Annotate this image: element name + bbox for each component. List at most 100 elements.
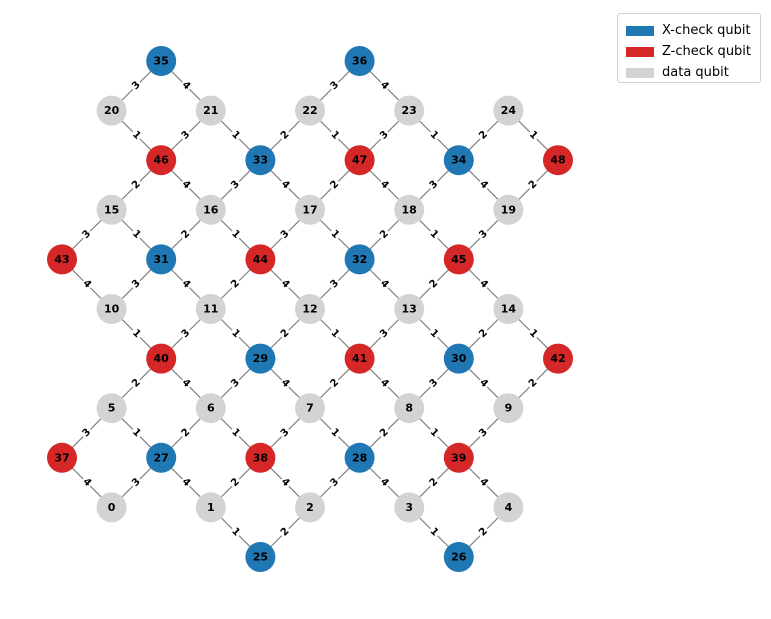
qubit-label: 47 [352, 154, 367, 167]
qubit-label: 18 [402, 203, 417, 216]
qubit-node-18: 18 [394, 194, 425, 225]
edge-label-bg [278, 326, 293, 341]
qubit-label: 11 [203, 303, 218, 316]
edge-label-bg [377, 475, 392, 490]
qubit-label: 17 [302, 203, 317, 216]
qubit-node-2: 2 [295, 492, 325, 523]
qubit-node-32: 32 [344, 244, 375, 275]
data-qubit-circle [295, 393, 325, 424]
legend-entry-data: data qubit [626, 62, 752, 83]
edge-label-bg [327, 128, 342, 143]
legend-label-data: data qubit [662, 65, 729, 80]
qubit-node-0: 0 [96, 492, 127, 523]
edge-label-bg [377, 425, 392, 441]
edge-label-bg [476, 376, 491, 391]
qubit-node-35: 35 [146, 46, 177, 76]
qubit-label: 12 [302, 303, 317, 316]
qubit-label: 0 [108, 501, 116, 514]
edge-label-bg [228, 376, 243, 391]
edge-label-bg [476, 525, 491, 540]
x-check-qubit-circle [245, 145, 276, 176]
edge-label-bg [228, 277, 243, 292]
edge-label-bg [129, 128, 144, 143]
x-check-qubit-circle [146, 46, 177, 76]
qubit-label: 38 [253, 451, 268, 464]
edge-label-bg [426, 475, 442, 490]
qubit-label: 14 [501, 303, 517, 316]
edge-label-bg [426, 376, 442, 391]
edge-label-bg [278, 277, 293, 292]
qubit-node-9: 9 [493, 393, 524, 424]
qubit-node-40: 40 [146, 343, 177, 374]
z-check-qubit-circle [543, 343, 573, 374]
edge-label-bg [178, 227, 194, 242]
qubit-label: 40 [154, 352, 170, 365]
z-check-qubit-circle [344, 343, 375, 374]
legend-label-z-check: Z-check qubit [662, 44, 752, 59]
x-check-qubit-circle [146, 442, 177, 473]
edge-label-bg [129, 277, 144, 292]
data-qubit-circle [394, 294, 425, 324]
qubit-node-14: 14 [493, 294, 524, 324]
qubit-label: 25 [253, 551, 268, 564]
legend-swatch-z-check [626, 46, 654, 57]
qubit-label: 48 [550, 154, 565, 167]
edge-label-bg [278, 475, 293, 490]
edge-label-bg [278, 227, 293, 242]
qubit-label: 37 [54, 451, 69, 464]
edge-label-bg [79, 425, 94, 441]
qubit-node-6: 6 [195, 393, 226, 424]
edge-label-bg [178, 475, 194, 490]
qubit-label: 46 [154, 154, 170, 167]
qubit-label: 19 [501, 203, 516, 216]
legend: X-check qubit Z-check qubit data qubit [617, 13, 761, 83]
qubit-node-30: 30 [443, 343, 474, 374]
qubit-label: 21 [203, 104, 218, 117]
legend-swatch-data [626, 67, 654, 78]
qubit-label: 22 [302, 104, 317, 117]
edge-label-bg [278, 128, 293, 143]
edge-label-bg [129, 227, 144, 242]
qubit-label: 45 [451, 253, 466, 266]
qubit-node-8: 8 [394, 393, 425, 424]
edge-label-bg [228, 475, 243, 490]
edge-label-bg [228, 128, 243, 143]
qubit-node-22: 22 [295, 95, 325, 126]
data-qubit-circle [96, 294, 127, 324]
data-qubit-circle [96, 194, 127, 225]
qubit-node-7: 7 [295, 393, 325, 424]
qubit-node-48: 48 [543, 145, 573, 176]
edge-label-bg [178, 128, 194, 143]
edge-label-bg [377, 326, 392, 341]
qubit-label: 26 [451, 551, 467, 564]
data-qubit-circle [493, 95, 524, 126]
qubit-label: 31 [154, 253, 169, 266]
edge-label-bg [526, 177, 541, 193]
qubit-node-10: 10 [96, 294, 127, 324]
data-qubit-circle [96, 492, 127, 523]
data-qubit-circle [295, 194, 325, 225]
edge-label-bg [278, 177, 293, 193]
qubit-label: 43 [54, 253, 69, 266]
edge-label-bg [426, 277, 442, 292]
z-check-qubit-circle [47, 442, 77, 473]
edge-label-bg [526, 326, 541, 341]
legend-label-x-check: X-check qubit [662, 23, 751, 38]
z-check-qubit-circle [245, 244, 276, 275]
edge-label-bg [327, 78, 342, 93]
edge-label-bg [129, 326, 144, 341]
qubit-label: 13 [402, 303, 417, 316]
data-qubit-circle [394, 393, 425, 424]
edge-label-bg [476, 475, 491, 490]
qubit-label: 28 [352, 451, 367, 464]
qubit-node-38: 38 [245, 442, 276, 473]
qubit-label: 6 [207, 402, 215, 415]
qubit-label: 9 [505, 402, 513, 415]
edge-label-bg [178, 376, 194, 391]
qubit-label: 7 [306, 402, 314, 415]
edge-label-bg [178, 425, 194, 441]
legend-entry-z-check: Z-check qubit [626, 41, 752, 62]
legend-swatch-x-check [626, 25, 654, 36]
data-qubit-circle [195, 492, 226, 523]
